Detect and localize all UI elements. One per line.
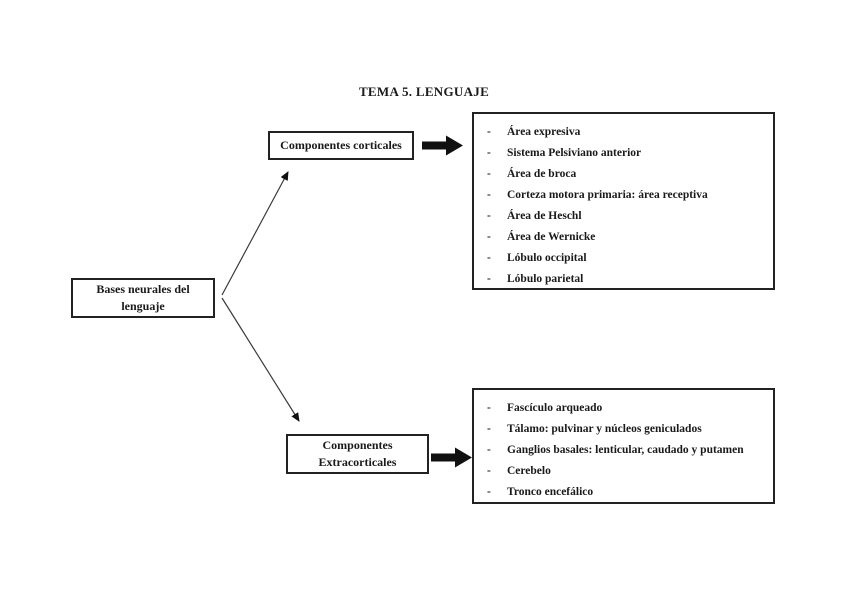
- branch-box-componentes-extracorticales: Componentes Extracorticales: [286, 434, 429, 474]
- dash-bullet: -: [487, 485, 491, 498]
- dash-bullet: -: [487, 167, 491, 180]
- dash-bullet: -: [487, 146, 491, 159]
- list-item-label: Sistema Pelsiviano anterior: [507, 146, 642, 159]
- list-item-label: Ganglios basales: lenticular, caudado y …: [507, 443, 744, 456]
- root-box-bases-neurales: Bases neurales del lenguaje: [71, 278, 215, 318]
- list-item: - Tálamo: pulvinar y núcleos geniculados: [487, 418, 769, 439]
- list-item: - Sistema Pelsiviano anterior: [487, 142, 769, 163]
- dash-bullet: -: [487, 272, 491, 285]
- extracortical-items-list: - Fascículo arqueado - Tálamo: pulvinar …: [474, 390, 773, 502]
- list-item: - Lóbulo parietal: [487, 268, 769, 289]
- list-item-label: Corteza motora primaria: área receptiva: [507, 188, 708, 201]
- cortical-items-list: - Área expresiva - Sistema Pelsiviano an…: [474, 114, 773, 289]
- list-item-label: Área de Heschl: [507, 209, 582, 222]
- cortical-items-box: - Área expresiva - Sistema Pelsiviano an…: [472, 112, 775, 290]
- block-arrow-icon: [422, 135, 463, 156]
- list-item: - Área de Wernicke: [487, 226, 769, 247]
- list-item: - Corteza motora primaria: área receptiv…: [487, 184, 769, 205]
- list-item-label: Lóbulo parietal: [507, 272, 584, 285]
- list-item: - Área expresiva: [487, 121, 769, 142]
- list-item: - Fascículo arqueado: [487, 397, 769, 418]
- list-item-label: Área de broca: [507, 167, 577, 180]
- dash-bullet: -: [487, 230, 491, 243]
- extracortical-items-box: - Fascículo arqueado - Tálamo: pulvinar …: [472, 388, 775, 504]
- list-item-label: Área de Wernicke: [507, 230, 596, 243]
- dash-bullet: -: [487, 401, 491, 414]
- list-item-label: Tronco encefálico: [507, 485, 594, 498]
- list-item: - Tronco encefálico: [487, 481, 769, 502]
- page-title: TEMA 5. LENGUAJE: [358, 84, 490, 99]
- list-item-label: Área expresiva: [507, 125, 581, 138]
- dash-bullet: -: [487, 188, 491, 201]
- list-item-label: Fascículo arqueado: [507, 401, 603, 414]
- branch-box-componentes-corticales: Componentes corticales: [268, 131, 414, 160]
- dash-bullet: -: [487, 464, 491, 477]
- list-item: - Área de broca: [487, 163, 769, 184]
- dash-bullet: -: [487, 422, 491, 435]
- connector-root-to-corticales: [221, 171, 289, 296]
- list-item: - Área de Heschl: [487, 205, 769, 226]
- list-item-label: Tálamo: pulvinar y núcleos geniculados: [507, 422, 702, 435]
- dash-bullet: -: [487, 209, 491, 222]
- dash-bullet: -: [487, 251, 491, 264]
- list-item: - Cerebelo: [487, 460, 769, 481]
- list-item-label: Cerebelo: [507, 464, 551, 477]
- dash-bullet: -: [487, 443, 491, 456]
- dash-bullet: -: [487, 125, 491, 138]
- list-item: - Ganglios basales: lenticular, caudado …: [487, 439, 769, 460]
- list-item: - Lóbulo occipital: [487, 247, 769, 268]
- connector-root-to-extracorticales: [221, 297, 300, 422]
- block-arrow-icon: [431, 447, 472, 468]
- list-item-label: Lóbulo occipital: [507, 251, 587, 264]
